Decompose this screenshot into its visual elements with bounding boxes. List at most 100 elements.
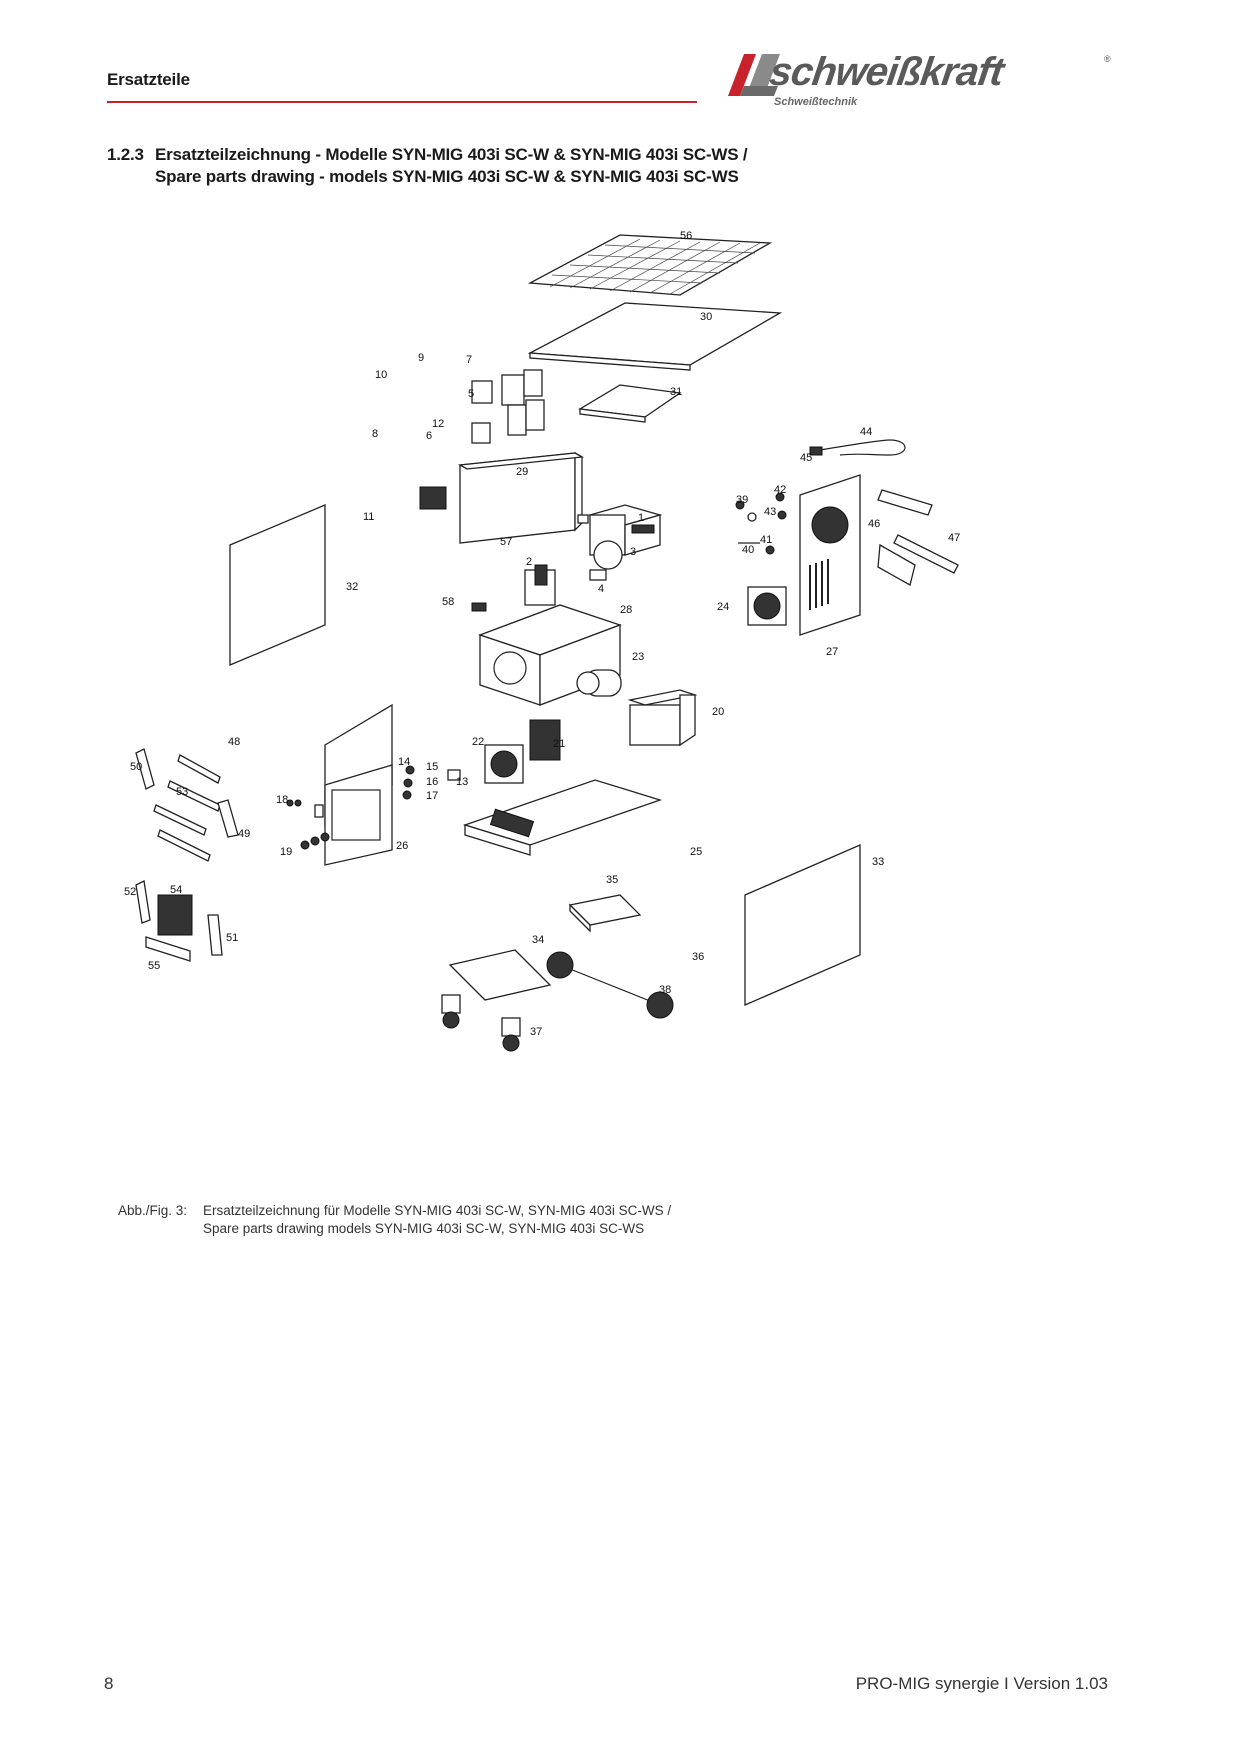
part-label-8: 8 [372,428,378,440]
part-4 [589,569,607,581]
part-31-plate [578,384,682,423]
part-label-19: 19 [280,846,292,858]
part-label-42: 42 [774,484,786,496]
part-label-12: 12 [432,418,444,430]
part-label-3: 3 [630,546,636,558]
part-56-top-grille [527,234,773,296]
header-rule [107,101,697,103]
part-label-47: 47 [948,532,960,544]
part-label-17: 17 [426,790,438,802]
parts-51-55-grille [135,880,223,962]
document-version: PRO-MIG synergie I Version 1.03 [855,1674,1108,1693]
part-label-52: 52 [124,886,136,898]
part-2-inductor [524,564,556,606]
part-25-base-plate [462,779,663,856]
part-label-38: 38 [659,984,671,996]
part-29-front-panel [419,369,585,544]
page-number: 8 [104,1674,114,1693]
section-header-title: Ersatzteile [107,70,190,89]
part-label-7: 7 [466,354,472,366]
logo-mark-icon [728,54,780,96]
part-label-14: 14 [398,756,410,768]
part-label-4: 4 [598,583,604,595]
part-label-27: 27 [826,646,838,658]
figure-caption: Abb./Fig. 3: Ersatzteilzeichnung für Mode… [118,1202,671,1238]
part-label-41: 41 [760,534,772,546]
part-label-39: 39 [736,494,748,506]
caption-line-2: Spare parts drawing models SYN-MIG 403i … [203,1221,645,1236]
part-label-10: 10 [375,369,387,381]
part-21-heatsink [529,719,561,761]
part-label-13: 13 [456,776,468,788]
part-label-35: 35 [606,874,618,886]
part-32-side-panel [229,504,326,666]
part-label-24: 24 [717,601,729,613]
part-label-46: 46 [868,518,880,530]
parts-48-53-handles [135,748,239,862]
part-38-wheels [546,951,674,1019]
part-label-32: 32 [346,581,358,593]
part-label-49: 49 [238,828,250,840]
part-label-22: 22 [472,736,484,748]
part-label-36: 36 [692,951,704,963]
part-33-side-panel [744,844,861,1006]
parts-13-19-fasteners [286,765,461,850]
part-number-labels: 56 30 31 9 7 10 5 12 8 6 29 11 1 57 2 3 … [124,230,960,1038]
part-26-front-frame [324,703,393,866]
heading-line-2: Spare parts drawing - models SYN-MIG 403… [155,167,739,186]
spare-parts-drawing: 56 30 31 9 7 10 5 12 8 6 29 11 1 57 2 3 … [124,230,960,1052]
part-label-33: 33 [872,856,884,868]
caption-label: Abb./Fig. 3: [118,1203,188,1218]
part-label-40: 40 [742,544,754,556]
part-44-cable [809,439,906,456]
part-label-37: 37 [530,1026,542,1038]
section-number: 1.2.3 [107,145,144,164]
part-label-6: 6 [426,430,432,442]
part-label-18: 18 [276,794,288,806]
part-23-pump [576,669,622,697]
part-label-44: 44 [860,426,872,438]
part-3-fan [593,540,623,570]
part-label-2: 2 [526,556,532,568]
part-30-top-plate [527,302,783,371]
part-label-28: 28 [620,604,632,616]
part-label-53: 53 [176,786,188,798]
part-58 [471,602,487,612]
part-label-55: 55 [148,960,160,972]
section-heading: 1.2.3 Ersatzteilzeichnung - Modelle SYN-M… [107,144,748,188]
part-label-1: 1 [638,512,644,524]
part-label-21: 21 [553,738,565,750]
heading-line-1: Ersatzteilzeichnung - Modelle SYN-MIG 40… [155,145,748,164]
logo-wordmark: schweißkraft [766,50,1006,94]
part-24-fan [747,586,787,626]
part-46-bracket [877,489,933,586]
part-label-25: 25 [690,846,702,858]
part-label-57: 57 [500,536,512,548]
part-label-30: 30 [700,311,712,323]
part-label-45: 45 [800,452,812,464]
part-label-58: 58 [442,596,454,608]
part-label-16: 16 [426,776,438,788]
part-20-tank [627,689,698,747]
logo-registered-mark: ® [1104,54,1111,64]
part-label-5: 5 [468,388,474,400]
part-label-51: 51 [226,932,238,944]
part-37-casters [441,994,521,1052]
part-label-56: 56 [680,230,692,242]
part-label-43: 43 [764,506,776,518]
part-label-15: 15 [426,761,438,773]
part-label-11: 11 [363,511,374,523]
part-28-housing [478,604,622,706]
part-label-23: 23 [632,651,644,663]
part-34-plate [448,949,552,1001]
part-label-9: 9 [418,352,424,364]
part-27-rear-panel [799,474,861,636]
part-label-26: 26 [396,840,408,852]
brand-logo: schweißkraft ® Schweißtechnik [722,46,1122,112]
part-label-29: 29 [516,466,528,478]
caption-line-1: Ersatzteilzeichnung für Modelle SYN-MIG … [203,1203,672,1218]
part-label-54: 54 [170,884,182,896]
part-label-20: 20 [712,706,724,718]
part-label-48: 48 [228,736,240,748]
part-label-31: 31 [670,386,682,398]
